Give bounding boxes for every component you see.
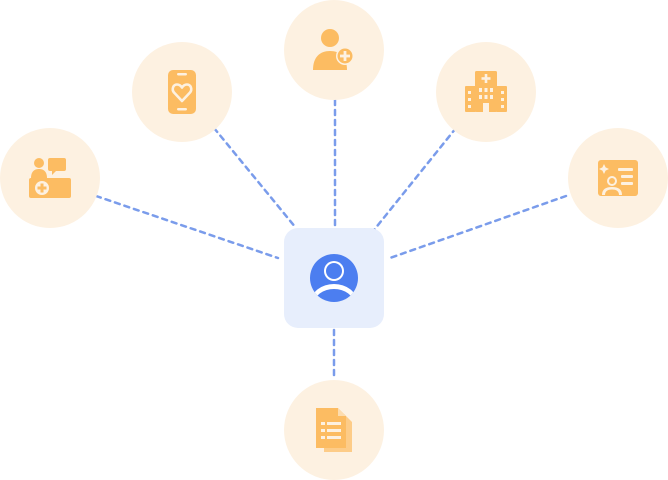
link-profile-card: [388, 194, 568, 260]
link-hospital: [372, 126, 458, 232]
link-mobile-health: [212, 126, 298, 230]
phone-heart-icon: [168, 70, 196, 114]
reception-desk-medical-icon: [29, 158, 71, 198]
id-card-profile-icon: [598, 160, 638, 196]
link-doctor-desk: [94, 194, 280, 260]
document-list-icon: [316, 408, 352, 452]
user-plus-icon: [313, 29, 354, 70]
node-add-user: [284, 0, 384, 100]
center-hub: [284, 228, 384, 328]
node-profile-card: [568, 128, 668, 228]
user-profile-icon: [310, 254, 358, 302]
node-doctor-desk: [0, 128, 100, 228]
node-mobile-health: [132, 42, 232, 142]
node-hospital: [436, 42, 536, 142]
node-medical-records: [284, 380, 384, 480]
hospital-building-icon: [465, 71, 507, 112]
